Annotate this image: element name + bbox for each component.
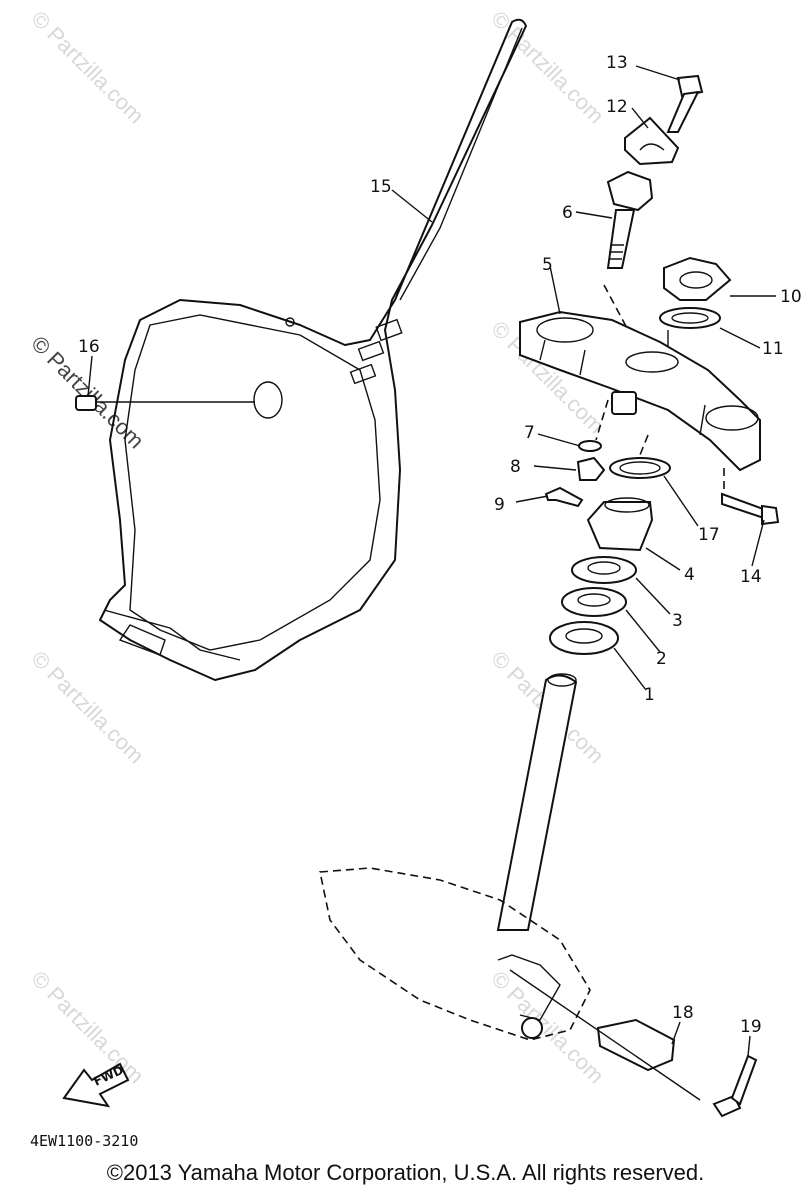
fwd-arrow: FWD	[62, 1062, 130, 1108]
number-plate	[99, 18, 527, 681]
callout-17: 17	[698, 525, 720, 545]
callout-11: 11	[762, 339, 784, 359]
bolt-14	[721, 468, 780, 526]
handlebar-holder-upper	[624, 116, 680, 166]
cable-guide	[509, 969, 701, 1101]
watermark: © Partzilla.com	[486, 966, 609, 1089]
bolt-19	[712, 1054, 758, 1118]
callout-18: 18	[672, 1003, 694, 1023]
leader-lines	[87, 65, 776, 1057]
watermark: © Partzilla.com	[26, 646, 149, 769]
callouts: 13 12 6 5 10 11 7 8 9 17 14 4 3 2 1 15 1…	[78, 53, 802, 1037]
callout-2: 2	[656, 649, 667, 669]
callout-19: 19	[740, 1017, 762, 1037]
washer-17	[609, 434, 671, 479]
callout-9: 9	[494, 495, 505, 515]
grommet	[75, 381, 283, 419]
under-bracket	[319, 673, 591, 1041]
callout-12: 12	[606, 97, 628, 117]
watermark: © Partzilla.com	[26, 6, 149, 129]
steering-nut	[663, 256, 732, 301]
bearing-lower	[549, 621, 619, 655]
callout-5: 5	[542, 255, 553, 275]
callout-6: 6	[562, 203, 573, 223]
upper-bracket	[519, 310, 761, 472]
watermark: © Partzilla.com	[486, 6, 609, 129]
callout-7: 7	[524, 423, 535, 443]
callout-14: 14	[740, 567, 762, 587]
bolt-13	[666, 74, 704, 133]
small-hardware	[544, 399, 609, 508]
callout-15: 15	[370, 177, 392, 197]
ball-race	[561, 587, 627, 617]
callout-4: 4	[684, 565, 695, 585]
callout-1: 1	[644, 685, 655, 705]
bearing-cover	[571, 556, 637, 584]
diagram-code: 4EW1100-3210	[30, 1132, 138, 1150]
callout-8: 8	[510, 457, 521, 477]
ring-nut	[586, 497, 654, 552]
callout-10: 10	[780, 287, 802, 307]
handlebar-holder-lower	[603, 170, 654, 331]
copyright-notice: ©2013 Yamaha Motor Corporation, U.S.A. A…	[106, 1160, 705, 1185]
callout-16: 16	[78, 337, 100, 357]
watermark: © Partzilla.com	[26, 966, 149, 1089]
callout-13: 13	[606, 53, 628, 73]
callout-3: 3	[672, 611, 683, 631]
